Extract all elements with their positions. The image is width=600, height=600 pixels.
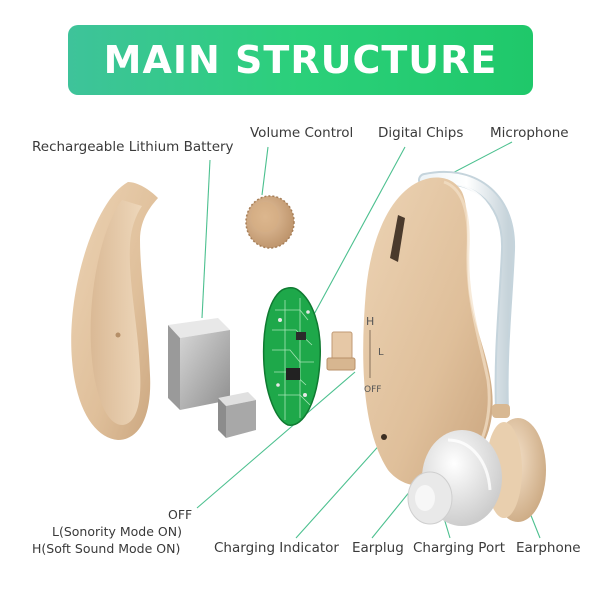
label-mode-h: H(Soft Sound Mode ON) — [32, 541, 181, 556]
page-title: MAIN STRUCTURE — [103, 38, 498, 82]
label-mode-l: L(Sonority Mode ON) — [52, 524, 182, 539]
mode-switch-part — [326, 331, 356, 371]
label-battery: Rechargeable Lithium Battery — [32, 139, 234, 155]
digital-chip-board — [262, 287, 321, 426]
label-earplug: Earplug — [352, 540, 404, 556]
switch-mark-l: L — [378, 347, 384, 358]
earplug-dome — [407, 430, 502, 526]
label-mode-off: OFF — [168, 507, 193, 522]
left-shell — [71, 182, 158, 440]
switch-mark-h: H — [366, 315, 374, 328]
label-volume-control: Volume Control — [250, 125, 354, 141]
switch-mark-off: OFF — [364, 385, 381, 395]
label-microphone: Microphone — [490, 125, 569, 141]
title-banner: MAIN STRUCTURE — [68, 25, 533, 95]
label-digital-chips: Digital Chips — [378, 125, 464, 141]
leader-lines — [196, 141, 541, 539]
label-charging-port: Charging Port — [413, 540, 506, 556]
label-charging-indicator: Charging Indicator — [214, 540, 339, 556]
main-body — [363, 177, 493, 486]
volume-control-wheel — [245, 195, 295, 249]
label-earphone: Earphone — [516, 540, 581, 556]
lithium-battery — [168, 318, 230, 410]
battery-contact-block — [218, 392, 256, 438]
